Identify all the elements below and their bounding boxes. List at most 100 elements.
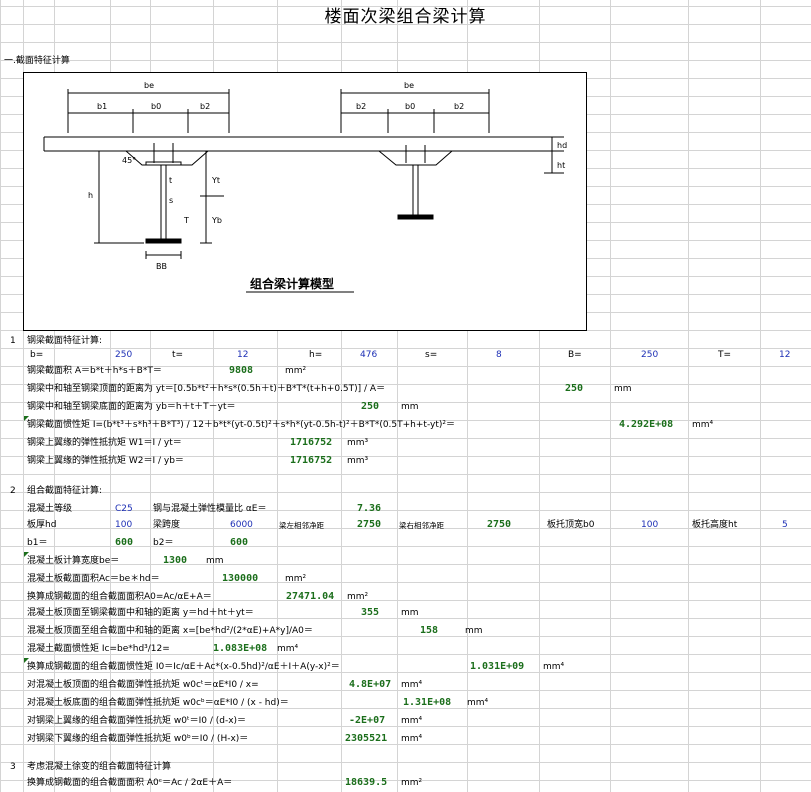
col-line (150, 0, 151, 792)
p2-row-text: 对钢梁下翼缘的组合截面弹性抵抗矩 w0ᵇ＝I0 / (H-x)＝ (27, 734, 249, 744)
haunch-width-value: 100 (641, 520, 659, 530)
net1-label: 梁左相邻净距 (279, 521, 324, 530)
p2-row-text: 混凝土板顶面至钢梁截面中和轴的距离 y＝hd＋ht＋yt＝ (27, 608, 254, 618)
p1-row-text: 钢梁截面积 A＝b*t＋h*s＋B*T＝ (27, 366, 162, 376)
b1-label: b1＝ (27, 538, 48, 548)
p2-row-text: 换算成钢截面的组合截面惯性矩 I0＝Ic/αE＋Ac*(x-0.5hd)²/αE… (27, 662, 340, 672)
label-yt: Yt (211, 176, 220, 185)
slab-label: 板厚hd (27, 520, 57, 530)
col-line (688, 0, 689, 792)
label-t: t (169, 176, 172, 185)
p2-row-unit: mm (465, 626, 483, 636)
p2-row-unit: mm⁴ (401, 716, 423, 726)
p2-row-text: 混凝土板截面面积Ac＝be＊hd＝ (27, 574, 160, 584)
label-h: h (88, 191, 93, 200)
b1-value: 600 (115, 537, 134, 548)
param-b-label: b= (30, 350, 44, 360)
slab-value: 100 (115, 520, 133, 530)
p2-row-value: 1300 (163, 555, 188, 566)
p1-row-text: 钢梁上翼缘的弹性抵抗矩 W1＝I / yt＝ (27, 438, 182, 448)
p2-row-text: 对混凝土板顶面的组合截面弹性抵抗矩 w0cᵗ＝αE*I0 / x= (27, 680, 259, 690)
p2-row-unit: mm (401, 608, 419, 618)
param-T-value: 12 (779, 350, 791, 360)
col-line (277, 0, 278, 792)
p1-row-text: 钢梁中和轴至钢梁顶面的距离为 yt＝[0.5b*t²＋h*s*(0.5h＋t)＋… (27, 384, 386, 394)
p1-row-unit: mm³ (347, 438, 369, 448)
composite-beam-figure: be b1 b0 b2 be b2 b0 b2 h Yt Yb BB t T s… (23, 72, 587, 331)
label-bb: BB (156, 262, 167, 271)
p1-row-value: 1716752 (290, 455, 333, 466)
col-line (110, 0, 111, 792)
p1-row-text: 钢梁中和轴至钢梁底面的距离为 yb＝h＋t＋T－yt＝ (27, 402, 236, 412)
p2-row-value: 130000 (222, 573, 259, 584)
p2-row-value: -2E+07 (349, 715, 386, 726)
label-b0: b0 (151, 102, 161, 111)
p2-row-value: 1.031E+09 (470, 661, 525, 672)
col-line (54, 0, 55, 792)
figure-caption: 组合梁计算模型 (250, 276, 334, 291)
label-s: s (169, 196, 173, 205)
p2-row-text: 混凝土板顶面至组合截面中和轴的距离 x=[be*hd²/(2*αE)+A*y]/… (27, 626, 313, 636)
label-b2: b2 (200, 102, 210, 111)
p2-row-text: 混凝土截面惯性矩 Ic=be*hd³/12= (27, 644, 170, 654)
cell-marker (24, 552, 29, 557)
p2-row-value: 4.8E+07 (349, 679, 392, 690)
label-be: be (144, 81, 154, 90)
label-b2b-right: b2 (454, 102, 464, 111)
label-hd: hd (557, 141, 567, 150)
cell-marker (24, 658, 29, 663)
col-line (23, 0, 24, 792)
section1-heading: 一.截面特征计算 (4, 56, 70, 66)
concrete-value: C25 (115, 504, 133, 514)
label-T: T (183, 216, 189, 225)
col-line (539, 0, 540, 792)
col-line (397, 0, 398, 792)
col-line (760, 0, 761, 792)
p2-row-unit: mm⁴ (467, 698, 489, 708)
col-line (213, 0, 214, 792)
param-h-value: 476 (360, 350, 378, 360)
p2-row-unit: mm⁴ (277, 644, 299, 654)
p3-row-value: 18639.5 (345, 777, 388, 788)
label-b2-right: b2 (356, 102, 366, 111)
cell-marker (24, 416, 29, 421)
p2-row-text: 对混凝土板底面的组合截面弹性抵抗矩 w0cᵇ＝αE*I0 / (x - hd)＝ (27, 698, 289, 708)
label-b1: b1 (97, 102, 107, 111)
part2-heading: 组合截面特征计算: (27, 486, 103, 496)
p2-row-unit: mm² (285, 574, 307, 584)
p1-row-text: 钢梁上翼缘的弹性抵抗矩 W2＝I / yb＝ (27, 456, 184, 466)
haunch-height-label: 板托高度ht (692, 520, 738, 530)
span-value: 6000 (230, 520, 253, 530)
label-be-right: be (404, 81, 414, 90)
col-line (467, 0, 468, 792)
p1-row-text: 钢梁截面惯性矩 I=(b*t³＋s*h³＋B*T³) / 12＋b*t*(yt-… (27, 420, 456, 430)
page-title: 楼面次梁组合梁计算 (324, 7, 487, 27)
p2-row-unit: mm⁴ (401, 680, 423, 690)
net1-value: 2750 (357, 519, 382, 530)
span-label: 梁跨度 (153, 520, 181, 530)
beam-diagram: be b1 b0 b2 be b2 b0 b2 h Yt Yb BB t T s… (43, 81, 567, 293)
p2-row-value: 355 (361, 607, 380, 618)
label-deg: 45° (122, 156, 136, 165)
part1-heading: 钢梁截面特征计算: (27, 336, 103, 346)
ratio-value: 7.36 (357, 503, 382, 514)
p1-row-value: 1716752 (290, 437, 333, 448)
haunch-width-label: 板托顶宽b0 (547, 520, 595, 530)
net2-label: 梁右相邻净距 (399, 521, 444, 530)
p2-row-text: 对钢梁上翼缘的组合截面弹性抵抗矩 w0ᵗ＝I0 / (d-x)＝ (27, 716, 247, 726)
concrete-label: 混凝土等级 (27, 504, 73, 514)
p2-row-value: 27471.04 (286, 591, 335, 602)
label-b0-right: b0 (405, 102, 415, 111)
p3-row-unit: mm² (401, 778, 423, 788)
p1-row-unit: mm (614, 384, 632, 394)
param-t-label: t= (172, 350, 184, 360)
param-s-label: s= (425, 350, 438, 360)
part3-heading: 考虑混凝土徐变的组合截面特征计算 (27, 762, 172, 772)
param-B-value: 250 (641, 350, 659, 360)
b2-value: 600 (230, 537, 249, 548)
p2-row-unit: mm⁴ (543, 662, 565, 672)
p2-row-text: 混凝土板计算宽度be＝ (27, 556, 120, 566)
label-ht: ht (557, 161, 565, 170)
ratio-label: 钢与混凝土弹性模量比 αE＝ (153, 504, 267, 514)
p3-row-text: 换算成钢截面的组合截面面积 A0ᶜ＝Ac / 2αE＋A＝ (27, 778, 233, 788)
